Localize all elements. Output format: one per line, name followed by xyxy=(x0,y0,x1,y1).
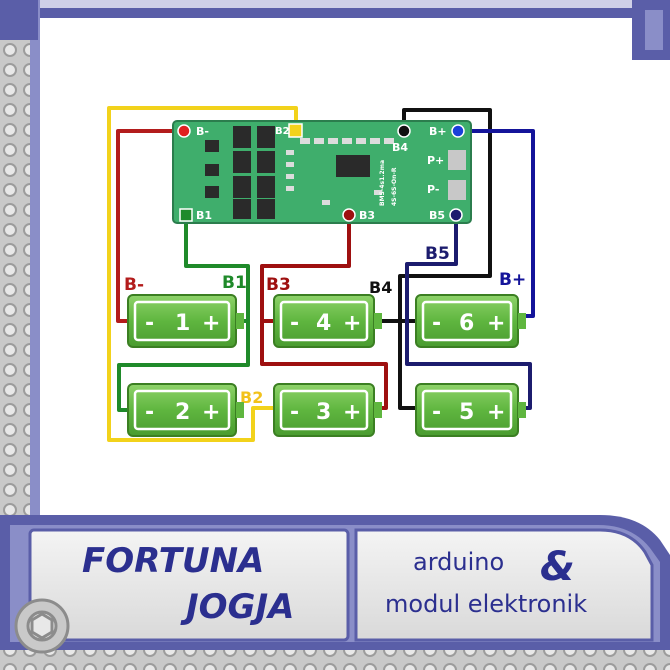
cell-plus-sign: + xyxy=(343,400,361,425)
pcb-pin-b5: B5 xyxy=(429,209,445,222)
wire-labels: B- B1 B2 B3 B4 B5 B+ xyxy=(124,244,526,407)
label-bminus: B- xyxy=(124,275,144,295)
pcb-pin-b4: B4 xyxy=(392,141,408,154)
pcb-pin-b1: B1 xyxy=(196,209,212,222)
label-b4: B4 xyxy=(369,278,392,297)
cell-minus-sign: - xyxy=(290,400,299,425)
bms-board: B- B2 B1 B3 B4 B+ P+ P- B5 BMS-4s1.2ma 4… xyxy=(172,120,472,224)
cell-minus-sign: - xyxy=(145,311,154,336)
cell-number: 6 xyxy=(459,311,474,336)
wire-b5 xyxy=(405,215,532,410)
battery-cell: - 2 + xyxy=(127,383,244,437)
cell-minus-sign: - xyxy=(145,400,154,425)
tagline-line2: modul elektronik xyxy=(385,590,587,618)
cell-number: 5 xyxy=(459,400,474,425)
gear-icon xyxy=(14,598,70,654)
battery-cell: - 6 + xyxy=(415,294,526,348)
brand-name-line2: JOGJA xyxy=(180,587,294,627)
cell-number: 1 xyxy=(175,311,190,336)
cell-minus-sign: - xyxy=(290,311,299,336)
pcb-pin-bplus: B+ xyxy=(429,125,447,138)
battery-cell: - 5 + xyxy=(415,383,526,437)
pcb-pin-pplus: P+ xyxy=(427,154,444,167)
pcb-silkscreen-2: 4S-6S-On-R xyxy=(391,167,398,206)
wire-b4 xyxy=(376,108,492,410)
pcb-pin-bminus: B- xyxy=(196,125,209,138)
cell-number: 4 xyxy=(316,311,331,336)
brand-banner: FORTUNA JOGJA arduino & modul elektronik xyxy=(0,515,670,654)
cell-number: 2 xyxy=(175,400,190,425)
wire-bplus xyxy=(458,129,535,318)
pcb-pin-b3: B3 xyxy=(359,209,375,222)
battery-cell: - 4 + xyxy=(273,294,382,348)
wire-bminus xyxy=(116,129,184,323)
wire-b2 xyxy=(107,106,298,442)
pcb-silkscreen-1: BMS-4s1.2ma xyxy=(379,160,386,206)
cell-plus-sign: + xyxy=(202,400,220,425)
label-bplus: B+ xyxy=(499,270,526,290)
tagline-line1: arduino xyxy=(413,548,504,576)
pcb-pin-b2: B2 xyxy=(275,126,290,137)
tagline-ampersand: & xyxy=(540,544,575,590)
pcb-pin-pminus: P- xyxy=(427,183,439,196)
battery-cell: - 3 + xyxy=(273,383,382,437)
label-b3: B3 xyxy=(266,275,291,295)
cell-plus-sign: + xyxy=(487,400,505,425)
cell-plus-sign: + xyxy=(202,311,220,336)
cell-minus-sign: - xyxy=(432,400,441,425)
wire-b3 xyxy=(260,215,388,410)
brand-name-line1: FORTUNA xyxy=(82,541,264,581)
cell-plus-sign: + xyxy=(487,311,505,336)
cell-minus-sign: - xyxy=(432,311,441,336)
label-b5: B5 xyxy=(425,244,450,264)
battery-cell: - 1 + xyxy=(127,294,244,348)
cell-number: 3 xyxy=(316,400,331,425)
label-b2: B2 xyxy=(240,388,263,407)
cell-plus-sign: + xyxy=(343,311,361,336)
battery-cells: - 1 + - 4 + - 6 + - 2 + xyxy=(127,294,526,437)
label-b1: B1 xyxy=(222,273,247,293)
